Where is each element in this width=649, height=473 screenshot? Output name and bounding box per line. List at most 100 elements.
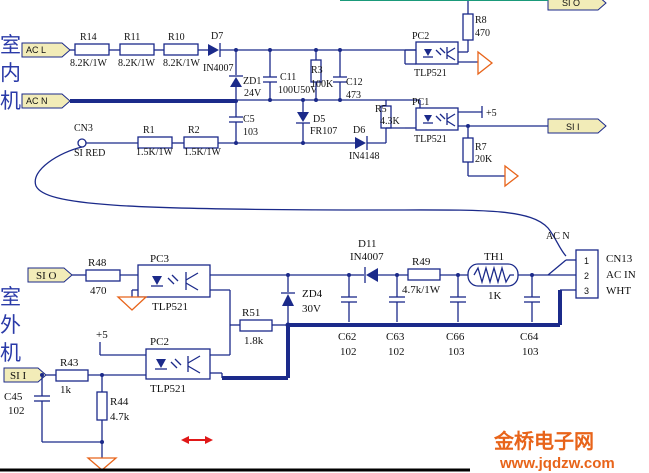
- svg-text:CN3: CN3: [74, 123, 93, 134]
- svg-text:R44: R44: [110, 396, 129, 408]
- svg-text:C63: C63: [386, 331, 405, 343]
- si-wire: [34, 146, 567, 257]
- svg-text:100U50V: 100U50V: [278, 85, 318, 96]
- svg-text:TLP521: TLP521: [414, 68, 447, 79]
- indoor-label-2: 内: [0, 61, 21, 85]
- svg-text:C11: C11: [280, 72, 296, 83]
- port-acn-left: AC N: [21, 93, 71, 109]
- svg-text:SI I: SI I: [10, 370, 27, 382]
- svg-text:SI RED: SI RED: [74, 148, 105, 159]
- svg-text:4.7k/1W: 4.7k/1W: [402, 284, 441, 296]
- zener-zd1: ZD1 24V: [229, 50, 262, 100]
- outdoor-label-1: 室: [0, 285, 21, 309]
- resistor-r8: R8 470: [462, 10, 490, 41]
- svg-text:R5: R5: [375, 104, 387, 115]
- svg-text:C45: C45: [4, 391, 23, 403]
- svg-text:PC3: PC3: [150, 253, 169, 265]
- diode-d7: D7 IN4007: [203, 31, 234, 74]
- svg-text:+5: +5: [96, 329, 108, 341]
- svg-text:AC N: AC N: [26, 96, 48, 106]
- svg-text:IN4007: IN4007: [203, 63, 234, 74]
- capacitor-c63: C63 102: [386, 275, 405, 358]
- svg-text:ZD4: ZD4: [302, 288, 323, 300]
- resistor-r14: [74, 43, 110, 56]
- svg-text:R10: R10: [168, 32, 185, 43]
- connector-cn13: 1 2 3 CN13 AC IN WHT: [575, 249, 636, 299]
- svg-text:金桥电子网: 金桥电子网: [493, 429, 594, 453]
- svg-text:C62: C62: [338, 331, 356, 343]
- svg-text:R2: R2: [188, 125, 200, 136]
- svg-text:IN4007: IN4007: [350, 251, 384, 263]
- resistor-r5: R5 4.3K: [375, 100, 401, 129]
- svg-text:2: 2: [584, 271, 589, 281]
- svg-text:R14: R14: [80, 32, 97, 43]
- capacitor-c64: C64 103: [520, 275, 540, 358]
- resistor-r7: R7 20K: [462, 126, 520, 188]
- svg-text:FR107: FR107: [310, 126, 337, 137]
- svg-text:R49: R49: [412, 256, 431, 268]
- svg-text:D11: D11: [358, 238, 377, 250]
- svg-text:R43: R43: [60, 357, 79, 369]
- svg-text:4.3K: 4.3K: [380, 116, 401, 127]
- svg-text:C5: C5: [243, 114, 255, 125]
- svg-text:CN13: CN13: [606, 253, 633, 265]
- outdoor-label-3: 机: [0, 341, 21, 365]
- outdoor-label-2: 外: [0, 313, 21, 337]
- svg-text:R11: R11: [124, 32, 140, 43]
- svg-text:AC IN: AC IN: [606, 269, 636, 281]
- svg-text:SI I: SI I: [566, 122, 580, 132]
- svg-text:8.2K/1W: 8.2K/1W: [118, 58, 156, 69]
- svg-text:AC N: AC N: [546, 231, 570, 242]
- svg-text:102: 102: [8, 405, 25, 417]
- resistor-r11: [119, 43, 155, 56]
- svg-text:1.5K/1W: 1.5K/1W: [136, 147, 174, 158]
- svg-text:PC2: PC2: [150, 336, 169, 348]
- svg-text:TH1: TH1: [484, 251, 504, 263]
- diode-d5: D5 FR107: [296, 100, 337, 143]
- zener-zd4: ZD4 30V: [281, 275, 323, 325]
- optocoupler-pc2-indoor: PC2 TLP521: [412, 31, 459, 79]
- capacitor-c12: C12 473: [333, 50, 363, 101]
- svg-text:103: 103: [448, 346, 465, 358]
- capacitor-c66: C66 103: [446, 275, 466, 358]
- optocoupler-pc2-outdoor: PC2 TLP521: [145, 336, 211, 395]
- resistor-r3: R3 100K: [310, 50, 334, 100]
- watermark: 金桥电子网 www.jqdzw.com: [493, 429, 615, 472]
- svg-text:R8: R8: [475, 15, 487, 26]
- svg-text:WHT: WHT: [606, 285, 631, 297]
- port-si-in-left: SI I: [3, 367, 47, 383]
- svg-text:C66: C66: [446, 331, 465, 343]
- svg-text:103: 103: [522, 346, 539, 358]
- svg-text:R1: R1: [143, 125, 155, 136]
- svg-text:1.8k: 1.8k: [244, 335, 264, 347]
- svg-text:1k: 1k: [60, 384, 72, 396]
- capacitor-c11: C11 100U50V: [263, 50, 318, 100]
- svg-text:1: 1: [584, 256, 589, 266]
- svg-text:AC L: AC L: [26, 45, 46, 55]
- indoor-label-3: 机: [0, 89, 21, 113]
- resistor-r48: [85, 269, 121, 282]
- svg-text:TLP521: TLP521: [414, 134, 447, 145]
- thermistor-th1: TH1 1K: [467, 251, 519, 302]
- svg-text:100K: 100K: [311, 79, 334, 90]
- port-si-top-right: SI O: [340, 0, 607, 11]
- svg-text:1K: 1K: [488, 290, 502, 302]
- resistor-r43: [55, 369, 89, 382]
- svg-text:www.jqdzw.com: www.jqdzw.com: [499, 455, 615, 472]
- svg-text:103: 103: [243, 127, 258, 138]
- port-si-mid-right: SI I: [547, 118, 607, 134]
- diode-d11: D11 IN4007: [349, 238, 384, 283]
- resistor-r49: [407, 268, 441, 281]
- capacitor-c5: C5 103: [229, 101, 258, 143]
- svg-text:470: 470: [475, 28, 490, 39]
- svg-text:R48: R48: [88, 257, 107, 269]
- svg-text:R3: R3: [311, 65, 323, 76]
- port-acl: AC L: [21, 42, 71, 58]
- svg-text:R7: R7: [475, 142, 487, 153]
- svg-text:D7: D7: [211, 31, 223, 42]
- port-acn-right: AC N: [546, 231, 570, 242]
- svg-text:C64: C64: [520, 331, 539, 343]
- svg-text:TLP521: TLP521: [152, 301, 188, 313]
